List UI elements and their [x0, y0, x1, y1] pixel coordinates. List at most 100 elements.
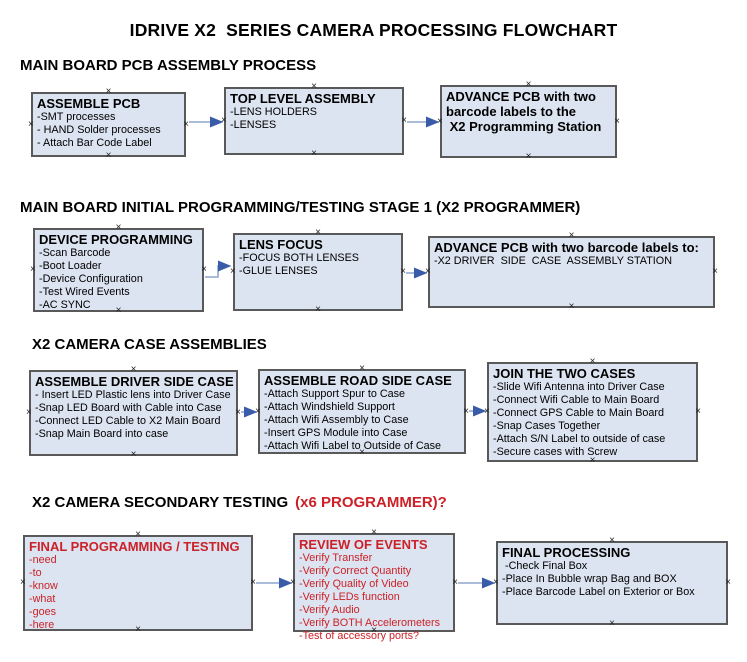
connection-point-icon: ×: [201, 264, 207, 275]
box-line: - Insert LED Plastic lens into Driver Ca…: [35, 389, 231, 401]
section-heading-red-text: (x6 PROGRAMMER)?: [295, 494, 447, 511]
box-line: -Slide Wifi Antenna into Driver Case: [493, 381, 665, 393]
box-heading-group: FINAL PROCESSING: [502, 545, 723, 560]
box-line: -FOCUS BOTH LENSES: [239, 252, 359, 264]
connection-point-icon: ×: [290, 576, 296, 588]
box-line: -GLUE LENSES: [239, 265, 318, 277]
box-line: - Attach Bar Code Label: [37, 137, 152, 149]
box-heading: ASSEMBLE DRIVER SIDE CASE: [35, 374, 234, 389]
connection-point-icon: ×: [130, 449, 137, 460]
box-assemble-pcb: ×××× ASSEMBLE PCB -SMT processes- HAND S…: [28, 87, 189, 161]
box-advance-pcb-to-driver-station: ×××× ADVANCE PCB with two barcode labels…: [425, 231, 718, 312]
box-line: -Boot Loader: [39, 260, 102, 272]
connection-point-icon: ×: [30, 264, 36, 275]
box-heading: ADVANCE PCB with two: [446, 89, 596, 104]
box-line: -Verify Correct Quantity: [299, 565, 412, 577]
box-line: -Insert GPS Module into Case: [264, 427, 408, 439]
box-line: -goes: [29, 606, 57, 618]
connection-point-icon: ×: [695, 406, 701, 417]
box-line: -Attach Windshield Support: [264, 401, 395, 413]
box-heading: ASSEMBLE PCB: [37, 96, 141, 111]
box-heading: JOIN THE TWO CASES: [493, 366, 636, 381]
box-heading-group: ADVANCE PCB with two barcode labels to:: [434, 240, 710, 255]
box-line: -Attach Wifi Label to Outside of Case: [264, 440, 442, 452]
connection-point-icon: ×: [20, 577, 26, 588]
connection-point-icon: ×: [255, 405, 261, 417]
box-assemble-driver-side-case: ×××× ASSEMBLE DRIVER SIDE CASE - Insert …: [26, 365, 241, 460]
section-heading-text: MAIN BOARD PCB ASSEMBLY PROCESS: [20, 57, 317, 74]
connection-point-icon: ×: [609, 618, 615, 629]
box-line: -Verify LEDs function: [299, 591, 400, 603]
box-line: -Scan Barcode: [39, 247, 111, 259]
connection-point-icon: ×: [401, 115, 407, 126]
connection-point-icon: ×: [311, 148, 317, 159]
box-line: -Attach S/N Label to outside of case: [493, 433, 666, 445]
box-body-group: -need-to-know-what-goes-here: [29, 554, 248, 632]
box-heading: FINAL PROCESSING: [502, 545, 631, 560]
connection-point-icon: ×: [525, 151, 532, 162]
flowchart-title: IDRIVE X2 SERIES CAMERA PROCESSING FLOWC…: [129, 20, 618, 40]
section-heading-text: X2 CAMERA CASE ASSEMBLIES: [32, 336, 267, 353]
connection-point-icon: ×: [315, 304, 321, 315]
box-line: -LENS HOLDERS: [230, 106, 317, 118]
section-heading-case-assemblies: X2 CAMERA CASE ASSEMBLIES: [32, 336, 267, 353]
section-heading-pcb-assembly: MAIN BOARD PCB ASSEMBLY PROCESS: [20, 57, 316, 74]
connection-point-icon: ×: [221, 115, 227, 126]
connection-point-icon: ×: [614, 115, 620, 127]
box-final-processing: ×××× FINAL PROCESSING -Check Final Box-P…: [493, 536, 731, 629]
box-line: -Snap LED Board with Cable into Case: [35, 402, 222, 414]
connection-point-icon: ×: [400, 266, 406, 277]
box-heading: ADVANCE PCB with two barcode labels to:: [434, 240, 699, 255]
box-heading-group: DEVICE PROGRAMMING: [39, 232, 199, 247]
box-line: -Connect Wifi Cable to Main Board: [493, 394, 660, 406]
connection-point-icon: ×: [250, 577, 256, 588]
box-top-level-assembly: ×××× TOP LEVEL ASSEMBLY -LENS HOLDERS-LE…: [221, 82, 407, 159]
connection-point-icon: ×: [105, 150, 112, 161]
box-heading: barcode labels to the: [446, 104, 577, 119]
box-line: -Connect GPS Cable to Main Board: [493, 407, 665, 419]
box-lens-focus: ×××× LENS FOCUS -FOCUS BOTH LENSES-GLUE …: [230, 228, 406, 315]
connection-point-icon: ×: [235, 407, 241, 418]
box-line: -SMT processes: [37, 111, 116, 123]
box-heading-group: ASSEMBLE DRIVER SIDE CASE: [35, 374, 234, 389]
box-line: -AC SYNC: [39, 299, 91, 311]
connection-point-icon: ×: [26, 407, 32, 418]
box-line: -Verify Audio: [299, 604, 360, 616]
box-line: -Attach Wifi Assembly to Case: [264, 414, 409, 426]
box-body-group: -Scan Barcode-Boot Loader-Device Configu…: [39, 247, 199, 312]
box-heading-group: ASSEMBLE ROAD SIDE CASE: [264, 373, 461, 388]
box-line: -Place In Bubble wrap Bag and BOX: [502, 573, 677, 585]
box-heading: X2 Programming Station: [446, 119, 602, 134]
box-line: -know: [29, 580, 58, 592]
connection-point-icon: ×: [725, 577, 731, 588]
connector-arrow: [205, 260, 232, 278]
box-device-programming: ×××× DEVICE PROGRAMMING -Scan Barcode-Bo…: [30, 223, 207, 316]
connection-point-icon: ×: [452, 576, 458, 588]
box-line: -Snap Main Board into case: [35, 428, 169, 440]
box-heading: LENS FOCUS: [239, 237, 323, 252]
box-body-group: -Attach Support Spur to Case-Attach Wind…: [264, 388, 461, 453]
box-heading-group: JOIN THE TWO CASES: [493, 366, 693, 381]
box-line: -Verify Transfer: [299, 552, 373, 564]
box-line: - HAND Solder processes: [37, 124, 161, 136]
box-heading-group: REVIEW OF EVENTS: [299, 537, 450, 552]
box-line: -what: [29, 593, 56, 605]
connection-point-icon: ×: [463, 405, 469, 417]
box-final-programming-testing: ×××× FINAL PROGRAMMING / TESTING -need-t…: [20, 530, 256, 635]
box-line: -Test of accessory ports?: [299, 630, 420, 642]
box-assemble-road-side-case: ×××× ASSEMBLE ROAD SIDE CASE -Attach Sup…: [255, 364, 469, 458]
box-body-group: - Insert LED Plastic lens into Driver Ca…: [35, 389, 233, 441]
section-heading-text: MAIN BOARD INITIAL PROGRAMMING/TESTING S…: [20, 199, 581, 216]
box-join-the-two-cases: ×××× JOIN THE TWO CASES -Slide Wifi Ante…: [484, 357, 701, 466]
box-line: -Secure cases with Screw: [493, 446, 618, 458]
box-heading-group: FINAL PROGRAMMING / TESTING: [29, 539, 248, 554]
box-body-group: -Check Final Box-Place In Bubble wrap Ba…: [502, 560, 723, 599]
box-body-group: -FOCUS BOTH LENSES-GLUE LENSES: [239, 252, 398, 278]
box-line: -Place Barcode Label on Exterior or Box: [502, 586, 695, 598]
box-line: -Snap Cases Together: [493, 420, 601, 432]
box-heading: DEVICE PROGRAMMING: [39, 232, 193, 247]
box-line: -Verify Quality of Video: [299, 578, 409, 590]
